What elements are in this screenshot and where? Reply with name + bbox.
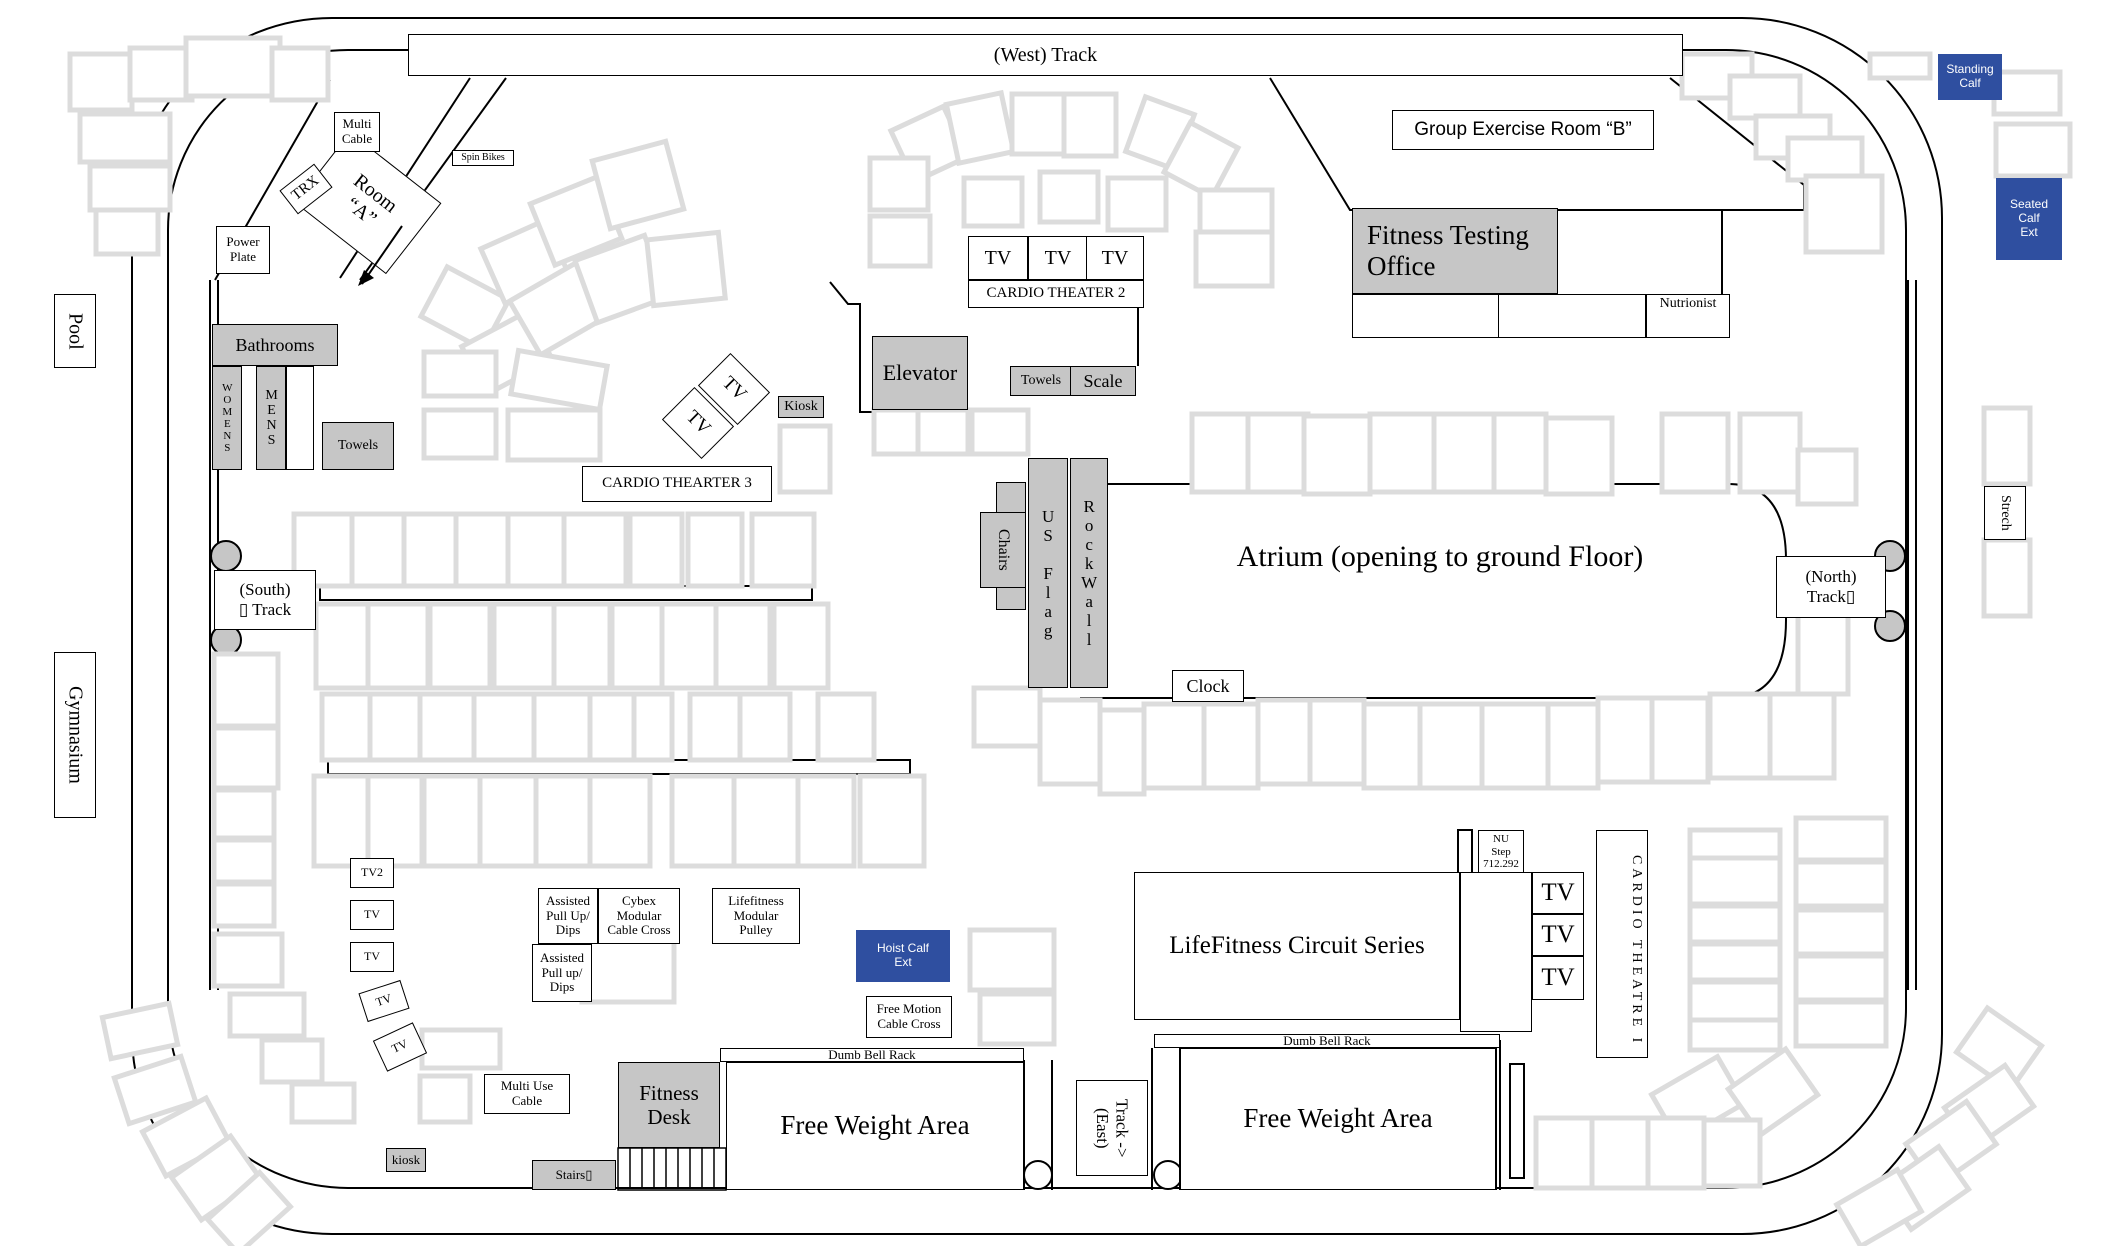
circuit-tv-1: TV — [1532, 872, 1584, 914]
kiosk-lower[interactable]: kiosk — [386, 1148, 426, 1172]
fitness-testing-office[interactable]: Fitness Testing Office — [1352, 208, 1558, 294]
group-exercise-room-b[interactable]: Group Exercise Room “B” — [1392, 110, 1654, 150]
power-plate[interactable]: Power Plate — [216, 226, 270, 274]
lifefitness-modular-pulley[interactable]: Lifefitness Modular Pulley — [712, 888, 800, 944]
atrium-label: Atrium (opening to ground Floor) — [1236, 540, 1644, 573]
clock: Clock — [1172, 670, 1244, 702]
fitness-desk[interactable]: Fitness Desk — [618, 1062, 720, 1148]
standing-calf-machine[interactable]: Standing Calf — [1938, 54, 2002, 100]
cardio-theater-2-tv-3: TV — [1086, 236, 1144, 280]
stretch-area[interactable]: Strech — [1984, 486, 2026, 540]
free-weight-area-1[interactable]: Free Weight Area — [726, 1062, 1024, 1190]
north-track-label: (North) Track▯ — [1776, 556, 1886, 618]
hoist-calf-ext-machine[interactable]: Hoist Calf Ext — [856, 930, 950, 982]
west-track-label: (West) Track — [408, 34, 1683, 76]
arrow-icon — [358, 225, 403, 286]
cardio-theater-2-tv-1: TV — [968, 236, 1028, 280]
testing-office-room-1 — [1352, 294, 1500, 338]
us-flag: US Flag — [1028, 458, 1068, 688]
gymnasium[interactable]: Gymnasium — [54, 652, 96, 818]
cardio-theater-3-label[interactable]: CARDIO THEARTER 3 — [582, 466, 772, 502]
assisted-pull-up-dips-1[interactable]: Assisted Pull Up/ Dips — [538, 888, 598, 944]
multi-cable-upper[interactable]: Multi Cable — [334, 112, 380, 152]
equipment-pieces — [67, 35, 2073, 1246]
nu-step[interactable]: NU Step 712.292 — [1478, 830, 1524, 874]
stairs[interactable]: Stairs▯ — [532, 1160, 616, 1190]
towels-station-upper: Towels — [1010, 366, 1072, 396]
pool[interactable]: Pool — [54, 294, 96, 368]
cardio-theatre-1[interactable]: CARDIO THEATRE I — [1596, 830, 1648, 1058]
track-outer — [131, 17, 1943, 1235]
cardio-theater-2-tv-2: TV — [1028, 236, 1088, 280]
tv2-left: TV2 — [350, 858, 394, 888]
bathrooms[interactable]: Bathrooms — [212, 324, 338, 366]
chairs[interactable]: Chairs — [980, 512, 1026, 588]
elevator[interactable]: Elevator — [872, 336, 968, 410]
assisted-pull-up-dips-2[interactable]: Assisted Pull up/ Dips — [532, 944, 592, 1002]
tv-left-1: TV — [350, 900, 394, 930]
free-motion-cable-cross[interactable]: Free Motion Cable Cross — [866, 996, 952, 1038]
mens-restroom[interactable]: MENS — [256, 366, 286, 470]
restroom-divider — [286, 366, 314, 470]
lifefitness-circuit-series[interactable]: LifeFitness Circuit Series — [1134, 872, 1460, 1020]
free-weight-area-2[interactable]: Free Weight Area — [1180, 1048, 1496, 1190]
atrium-outline — [1080, 483, 1787, 699]
dumb-bell-rack-2: Dumb Bell Rack — [1154, 1034, 1500, 1048]
towels-station-left: Towels — [322, 422, 394, 470]
spin-bikes[interactable]: Spin Bikes — [452, 150, 514, 166]
tv-left-2: TV — [350, 942, 394, 972]
womens-restroom[interactable]: WOMENS — [212, 366, 242, 470]
kiosk-upper[interactable]: Kiosk — [778, 396, 824, 418]
south-track-label: (South) ▯ Track — [214, 570, 316, 630]
cybex-modular-cable-cross[interactable]: Cybex Modular Cable Cross — [598, 888, 680, 944]
dumb-bell-rack-1: Dumb Bell Rack — [720, 1048, 1024, 1062]
track-east-label: Track -> (East) — [1076, 1080, 1148, 1176]
scale: Scale — [1070, 366, 1136, 396]
circuit-cardio-block — [1460, 872, 1532, 1032]
rock-wall[interactable]: RockWall — [1070, 458, 1108, 688]
circuit-tv-2: TV — [1532, 914, 1584, 956]
nutrionist-office[interactable]: Nutrionist — [1646, 294, 1730, 338]
cardio-theater-2-label[interactable]: CARDIO THEATER 2 — [968, 280, 1144, 308]
seated-calf-ext-machine[interactable]: Seated Calf Ext — [1996, 178, 2062, 260]
multi-use-cable[interactable]: Multi Use Cable — [484, 1074, 570, 1114]
testing-office-room-2 — [1498, 294, 1646, 338]
circuit-tv-3: TV — [1532, 956, 1584, 1000]
